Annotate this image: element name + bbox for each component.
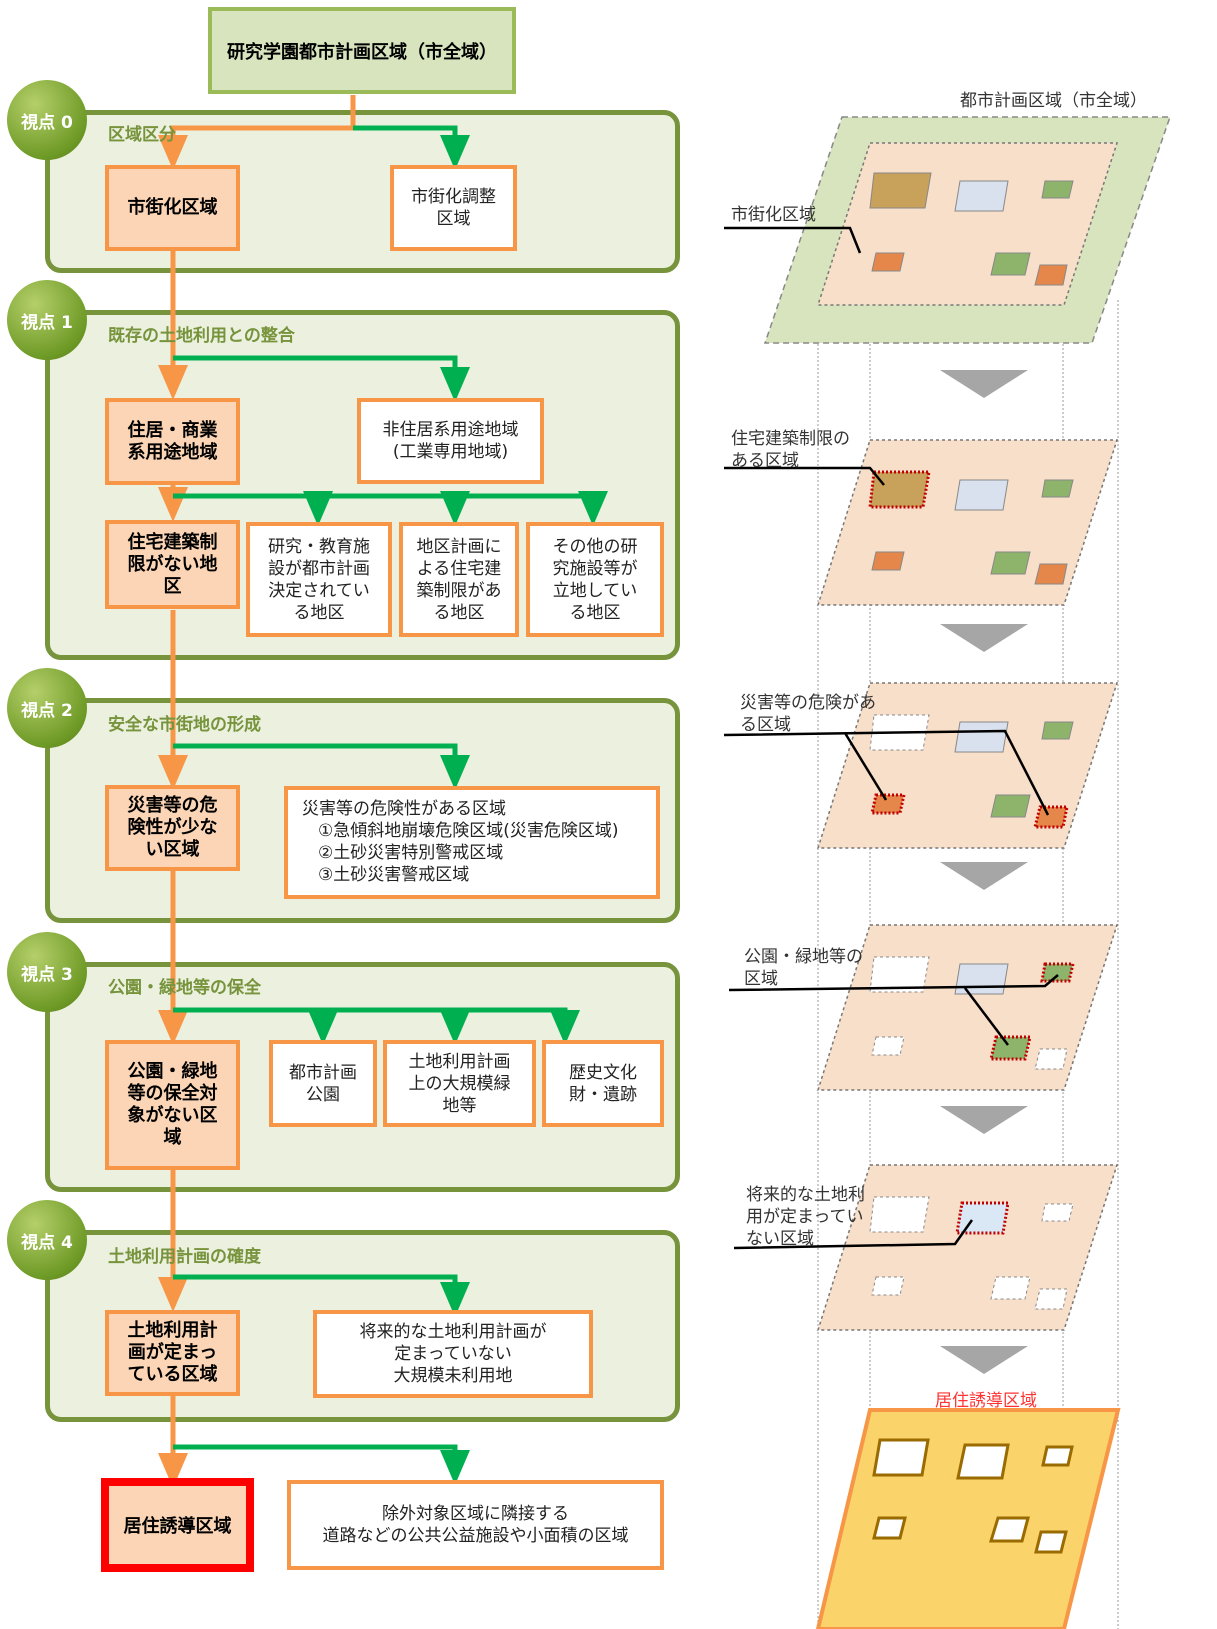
- viewpoint-0-title: 区域区分: [108, 125, 176, 145]
- layer-arrow-3: [940, 862, 1028, 890]
- hazard-heading: 災害等の危険性がある区域: [302, 799, 506, 819]
- viewpoint-4-title: 土地利用計画の確度: [108, 1247, 261, 1267]
- urbanization-control-area-node: 市街化調整 区域: [390, 165, 517, 251]
- disaster-risk-area-node: 災害等の危険性がある区域 ①急傾斜地崩壊危険区域(災害危険区域) ②土砂災害特別…: [284, 786, 660, 899]
- layer-arrow-5: [940, 1346, 1028, 1374]
- land-use-defined-area-node: 土地利用計 画が定まっ ている区域: [105, 1310, 240, 1396]
- low-disaster-risk-area-node: 災害等の危 険性が少な い区域: [105, 785, 240, 871]
- urbanization-area-node: 市街化区域: [105, 165, 240, 251]
- residence-induction-layer: [815, 1408, 1121, 1629]
- layer-arrow-2: [940, 624, 1028, 652]
- housing-restriction-layer: [816, 439, 1119, 606]
- undefined-land-use-label: 将来的な土地利 用が定まってい ない区域: [746, 1185, 865, 1249]
- no-green-conservation-area-node: 公園・緑地 等の保全対 象がない区 域: [105, 1040, 240, 1170]
- adjacent-public-facilities-node: 除外対象区域に隣接する 道路などの公共公益施設や小面積の区域: [287, 1480, 664, 1570]
- research-education-district-node: 研究・教育施 設が都市計画 決定されてい る地区: [246, 522, 392, 637]
- city-area-label: 都市計画区域（市全域）: [960, 91, 1147, 111]
- other-research-facilities-node: その他の研 究施設等が 立地してい る地区: [526, 522, 664, 637]
- large-green-area-node: 土地利用計画 上の大規模緑 地等: [383, 1040, 536, 1127]
- urbanization-area-label: 市街化区域: [731, 205, 816, 225]
- no-housing-restriction-node: 住宅建築制 限がない地 区: [105, 520, 240, 609]
- viewpoint-1-title: 既存の土地利用との整合: [108, 326, 295, 346]
- layer-arrow-4: [940, 1106, 1028, 1134]
- residence-induction-area-node: 居住誘導区域: [101, 1478, 254, 1572]
- viewpoint-2-badge: 視点 2: [7, 668, 87, 748]
- undefined-land-use-node: 将来的な土地利用計画が 定まっていない 大規模未利用地: [313, 1310, 593, 1398]
- district-plan-restriction-node: 地区計画に よる住宅建 築制限があ る地区: [399, 522, 519, 637]
- disaster-risk-label: 災害等の危険があ る区域: [740, 693, 876, 735]
- viewpoint-1-badge: 視点 1: [7, 280, 87, 360]
- non-residential-zone-node: 非住居系用途地域 (工業専用地域): [357, 398, 544, 484]
- historical-heritage-node: 歴史文化 財・遺跡: [542, 1040, 664, 1127]
- hazard-item-1: ①急傾斜地崩壊危険区域(災害危険区域): [318, 821, 619, 841]
- hazard-item-2: ②土砂災害特別警戒区域: [318, 843, 504, 863]
- hazard-item-3: ③土砂災害警戒区域: [318, 865, 470, 885]
- viewpoint-0-badge: 視点 0: [7, 80, 87, 160]
- residential-commercial-zone-node: 住居・商業 系用途地域: [105, 398, 240, 485]
- city-planning-area-node: 研究学園都市計画区域（市全域）: [208, 7, 516, 94]
- viewpoint-4-badge: 視点 4: [7, 1200, 87, 1280]
- viewpoint-3-title: 公園・緑地等の保全: [108, 978, 261, 998]
- urbanization-layer: [816, 142, 1119, 306]
- park-green-label: 公園・緑地等の 区域: [744, 947, 863, 989]
- layer-arrow-1: [940, 370, 1028, 398]
- residence-induction-label: 居住誘導区域: [935, 1391, 1037, 1411]
- housing-restriction-label: 住宅建築制限の ある区域: [731, 429, 850, 471]
- viewpoint-2-title: 安全な市街地の形成: [108, 715, 261, 735]
- city-planning-park-node: 都市計画 公園: [269, 1040, 377, 1127]
- viewpoint-3-badge: 視点 3: [7, 932, 87, 1012]
